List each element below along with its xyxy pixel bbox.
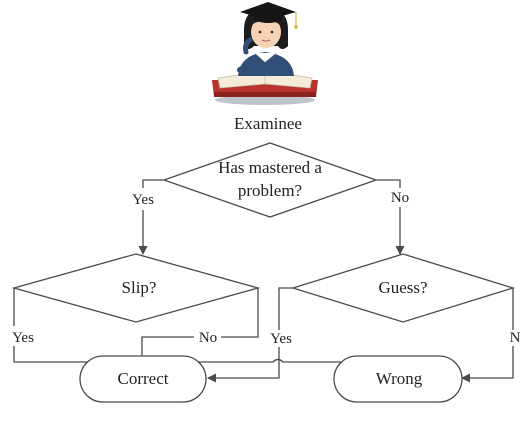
edge-label-slip-yes: Yes <box>12 330 34 346</box>
examinee-label: Examinee <box>234 114 302 133</box>
mastered-decision <box>162 142 378 218</box>
edge-mastered-to-guess <box>376 179 401 188</box>
mastered-label-line1: Has mastered a <box>218 158 322 177</box>
wrong-terminal <box>333 355 463 403</box>
correct-label: Correct <box>118 369 169 388</box>
wrong-label: Wrong <box>376 369 423 388</box>
guess-decision <box>290 253 516 323</box>
edge-label-guess-no: N <box>510 330 521 346</box>
edge-mastered-to-slip <box>142 179 164 188</box>
guess-label: Guess? <box>378 278 427 297</box>
edge-label-slip-no: No <box>199 330 217 346</box>
edge-label-mastered-yes: Yes <box>132 192 154 208</box>
edge-guess-yes-to-correct-lower <box>207 347 280 383</box>
edge-slip-no-to-correct <box>221 288 259 338</box>
edge-guess-yes-to-correct <box>278 287 293 330</box>
edge-label-guess-yes: Yes <box>270 331 292 347</box>
mastered-label-line2: problem? <box>238 181 302 200</box>
slip-label: Slip? <box>122 278 157 297</box>
correct-terminal <box>79 355 207 403</box>
examinee-student-icon <box>212 2 318 105</box>
slip-decision <box>11 253 261 323</box>
edge-guess-no-to-wrong-lower <box>461 346 514 383</box>
edge-label-mastered-no: No <box>391 190 409 206</box>
edge-slip-yes-to-wrong-lower <box>13 346 407 378</box>
